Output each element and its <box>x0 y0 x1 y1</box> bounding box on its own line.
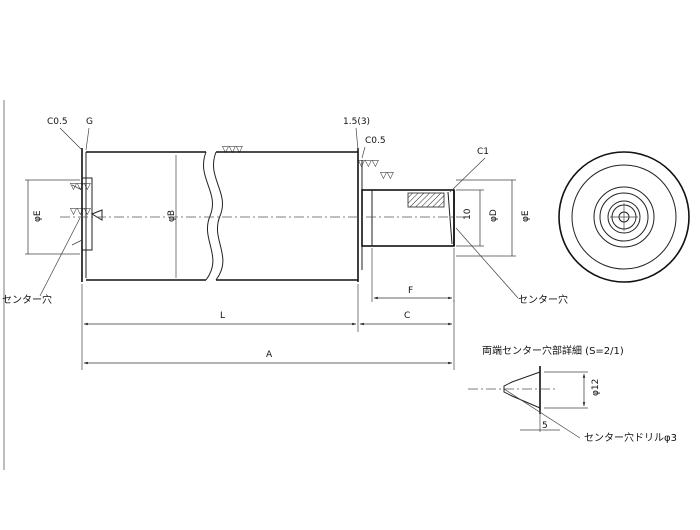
label-groove-dim: 1.5(3) <box>343 117 370 127</box>
label-phi-12: φ12 <box>591 379 601 396</box>
svg-text:▽▽▽: ▽▽▽ <box>358 159 379 169</box>
svg-text:▽▽▽: ▽▽▽ <box>70 207 91 217</box>
label-a: A <box>266 350 273 360</box>
label-phi-d: φD <box>489 209 499 222</box>
shaft <box>361 189 455 247</box>
roller-body <box>81 148 363 282</box>
svg-text:▽▽▽: ▽▽▽ <box>70 182 91 192</box>
label-f: F <box>408 286 413 296</box>
surface-finish-symbol: ▽▽▽ <box>222 145 243 155</box>
label-c05-left: C0.5 <box>47 117 68 127</box>
center-hole-detail <box>468 366 588 432</box>
end-view <box>558 151 690 283</box>
label-phi-e-right: φE <box>521 210 531 222</box>
label-drill-note: センター穴ドリルφ3 <box>584 431 677 444</box>
label-c: C <box>404 311 410 321</box>
label-phi-b: φB <box>167 210 177 222</box>
label-g: G <box>86 117 93 127</box>
end-view-outer-circle <box>558 151 690 283</box>
label-c1: C1 <box>477 147 489 157</box>
svg-text:▽▽: ▽▽ <box>380 171 394 181</box>
label-phi-e-left: φE <box>33 210 43 222</box>
label-c05-right: C0.5 <box>365 136 386 146</box>
label-l: L <box>220 311 225 321</box>
break-line-left <box>203 151 214 281</box>
label-center-hole-right: センター穴 <box>518 293 568 306</box>
detail-title: 両端センター穴部詳細 (S=2/1) <box>482 344 624 357</box>
left-center-hole: ▽▽▽ ▽▽▽ <box>70 177 103 251</box>
label-ten: 10 <box>463 208 473 220</box>
break-line-right <box>213 151 224 281</box>
label-5: 5 <box>542 421 548 431</box>
shaft-hatched-section <box>407 192 445 208</box>
label-center-hole-left: センター穴 <box>2 293 52 306</box>
